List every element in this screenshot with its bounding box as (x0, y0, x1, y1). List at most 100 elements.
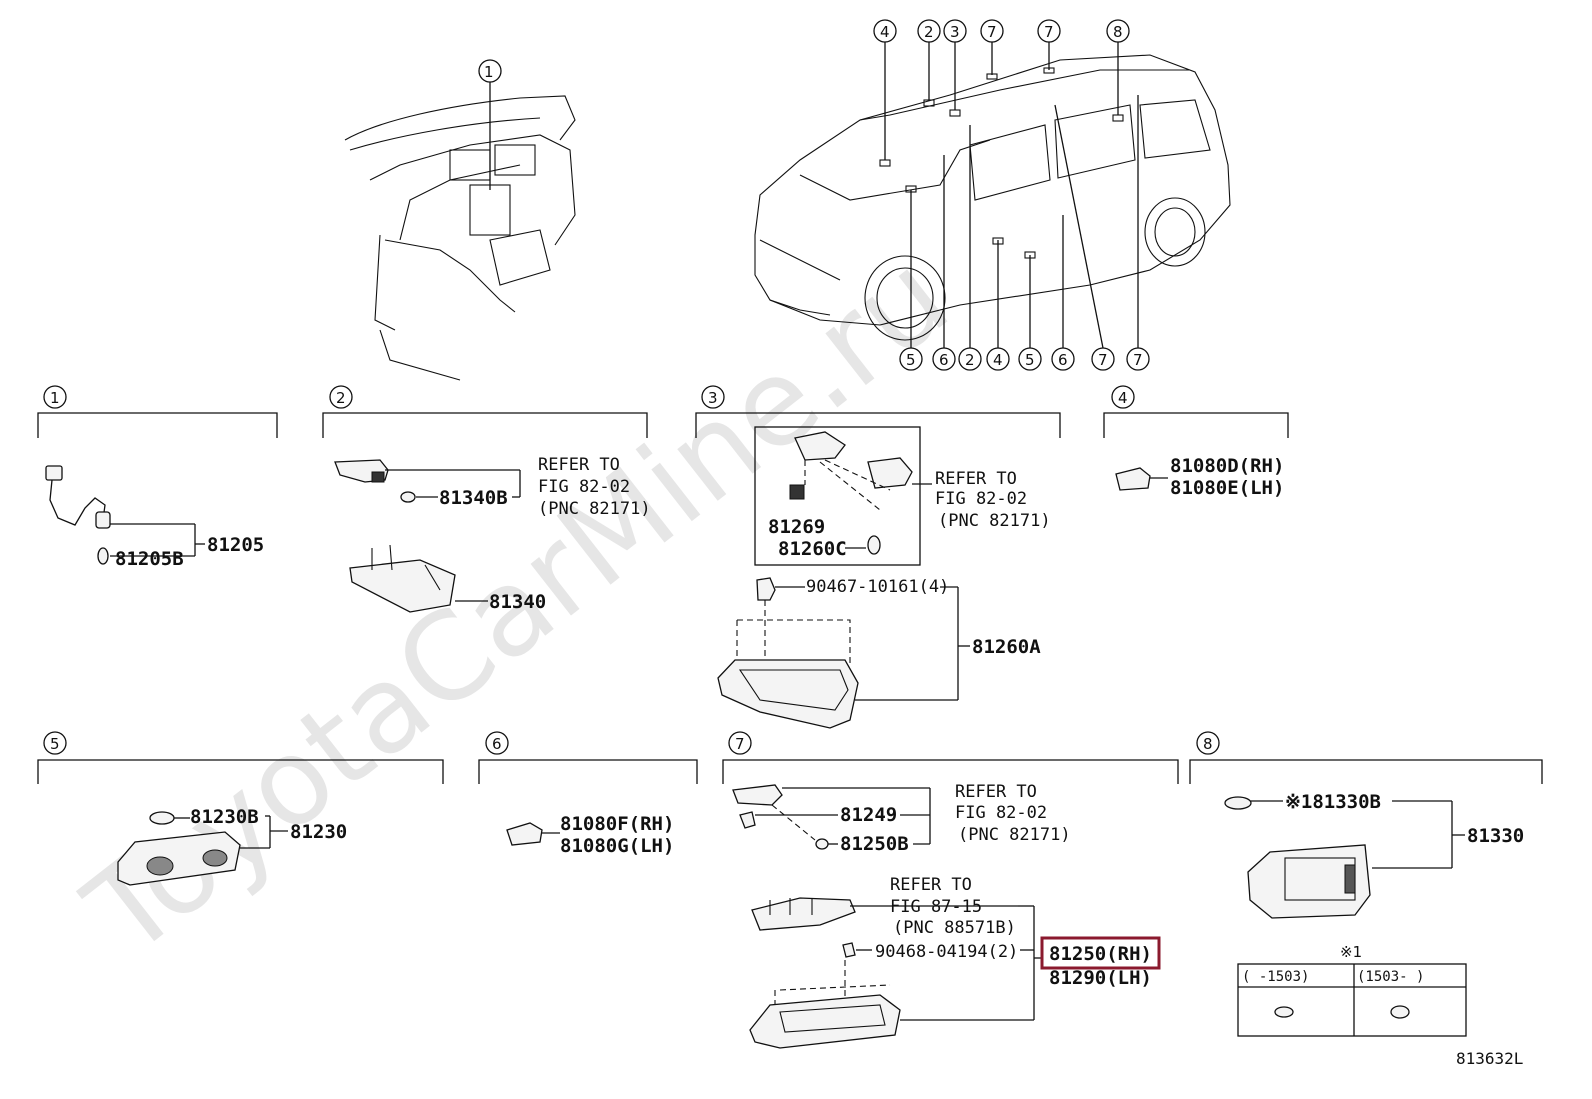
dashboard-illustration (344, 82, 576, 381)
svg-text:4: 4 (880, 23, 890, 41)
fig-ref: FIG 82-02 (935, 489, 1027, 509)
clip-icon (756, 577, 776, 601)
pnc-ref-2: (PNC 88571B) (893, 918, 1016, 938)
section-6: 6 81080F(RH) 81080G(LH) (478, 731, 698, 857)
svg-text:7: 7 (1133, 351, 1143, 369)
highlight-box-81250 (1040, 936, 1161, 970)
connector-icon (45, 465, 63, 481)
vehicle-illustration (754, 54, 1231, 341)
fig-ref-2: FIG 87-15 (890, 897, 982, 917)
bulb-icon (1224, 796, 1252, 810)
part-81080g: 81080G(LH) (560, 835, 674, 857)
courtesy-switch-icon (1115, 467, 1151, 491)
svg-text:3: 3 (950, 23, 960, 41)
svg-text:6: 6 (939, 351, 949, 369)
socket-icon (789, 484, 805, 500)
variant-table (1237, 963, 1467, 1037)
refer-to: REFER TO (538, 455, 620, 475)
svg-text:2: 2 (924, 23, 934, 41)
courtesy-switch-icon (506, 822, 543, 846)
switch-icon (794, 431, 846, 461)
lamp-81230-icon (117, 831, 241, 886)
part-81260c: 81260C (778, 538, 847, 560)
switch-icon (732, 784, 783, 806)
part-81340b: 81340B (439, 487, 508, 509)
bulb-icon (400, 491, 416, 503)
svg-text:6: 6 (492, 735, 502, 753)
socket-icon (95, 511, 111, 529)
refer-to-2: REFER TO (890, 875, 972, 895)
part-81250-rh: 81250(RH) (1049, 943, 1152, 965)
svg-text:5: 5 (1025, 351, 1035, 369)
part-81230: 81230 (290, 821, 347, 843)
svg-text:8: 8 (1203, 735, 1213, 753)
clip-icon (842, 942, 856, 958)
part-81330b: ※181330B (1285, 791, 1381, 813)
variant-col-2: (1503- ) (1357, 969, 1424, 985)
bulb-small-icon (1274, 1006, 1294, 1018)
section-2: 2 81340B REFER TO FIG 82-02 (PNC 82171) … (322, 385, 651, 613)
diagram-id: 813632L (1456, 1049, 1523, 1068)
fig-ref: FIG 82-02 (955, 803, 1047, 823)
refer-to: REFER TO (955, 782, 1037, 802)
screw-90468: 90468-04194(2) (875, 942, 1018, 962)
svg-text:7: 7 (987, 23, 997, 41)
lamp-base-icon (717, 659, 859, 729)
svg-text:4: 4 (993, 351, 1003, 369)
part-81340: 81340 (489, 591, 546, 613)
svg-text:7: 7 (735, 735, 745, 753)
section-5: 5 81230B 81230 (37, 731, 444, 886)
pnc-ref: (PNC 82171) (958, 825, 1071, 845)
part-81080e: 81080E(LH) (1170, 477, 1284, 499)
part-81330: 81330 (1467, 825, 1524, 847)
note-marker: ※1 (1340, 943, 1362, 961)
part-81269: 81269 (768, 516, 825, 538)
bulb-icon (815, 838, 829, 850)
bulb-icon (867, 535, 881, 555)
svg-text:6: 6 (1058, 351, 1068, 369)
part-81260a: 81260A (972, 636, 1041, 658)
callout-1-top: 1 (478, 59, 502, 83)
pnc-ref: (PNC 82171) (538, 499, 651, 519)
bulb-icon (149, 811, 175, 825)
part-81080f: 81080F(RH) (560, 813, 674, 835)
switch-housing-icon (751, 897, 856, 931)
fig-ref: FIG 82-02 (538, 477, 630, 497)
part-81080d: 81080D(RH) (1170, 455, 1284, 477)
refer-to: REFER TO (935, 469, 1017, 489)
svg-text:5: 5 (50, 735, 60, 753)
switch-icon (867, 457, 913, 489)
vehicle-bottom-callouts: 5 6 2 4 5 6 7 7 (899, 347, 1150, 371)
svg-text:1: 1 (50, 389, 60, 407)
svg-text:3: 3 (708, 389, 718, 407)
svg-text:5: 5 (906, 351, 916, 369)
part-81290-lh: 81290(LH) (1049, 967, 1152, 989)
svg-text:2: 2 (336, 389, 346, 407)
part-81205b: 81205B (115, 548, 184, 570)
svg-text:1: 1 (484, 63, 494, 81)
variant-col-1: ( -1503) (1242, 969, 1309, 985)
svg-text:7: 7 (1044, 23, 1054, 41)
socket-icon (739, 811, 756, 829)
part-81249: 81249 (840, 804, 897, 826)
section-4: 4 81080D(RH) 81080E(LH) (1103, 385, 1289, 499)
svg-text:8: 8 (1113, 23, 1123, 41)
part-81250b: 81250B (840, 833, 909, 855)
pnc-ref: (PNC 82171) (938, 511, 1051, 531)
bulb-icon (97, 547, 109, 565)
svg-text:7: 7 (1098, 351, 1108, 369)
part-81230b: 81230B (190, 806, 259, 828)
vehicle-top-callouts: 4 2 3 7 7 8 (873, 19, 1130, 43)
bulb-wedge-icon (1390, 1005, 1410, 1019)
screw-90467: 90467-10161(4) (806, 577, 949, 597)
section-1: 1 81205B 81205 (37, 385, 278, 570)
section-3: 3 81269 81260C REFER TO FIG 82-02 (PNC 8… (695, 385, 1061, 729)
lamp-81340-icon (349, 559, 456, 613)
svg-text:4: 4 (1118, 389, 1128, 407)
svg-text:2: 2 (965, 351, 975, 369)
vehicle-leaders (879, 42, 1139, 349)
lamp-base-icon (749, 994, 901, 1049)
section-7: 7 81249 81250B REFER TO FIG 82-02 (PNC 8… (722, 731, 1179, 1049)
